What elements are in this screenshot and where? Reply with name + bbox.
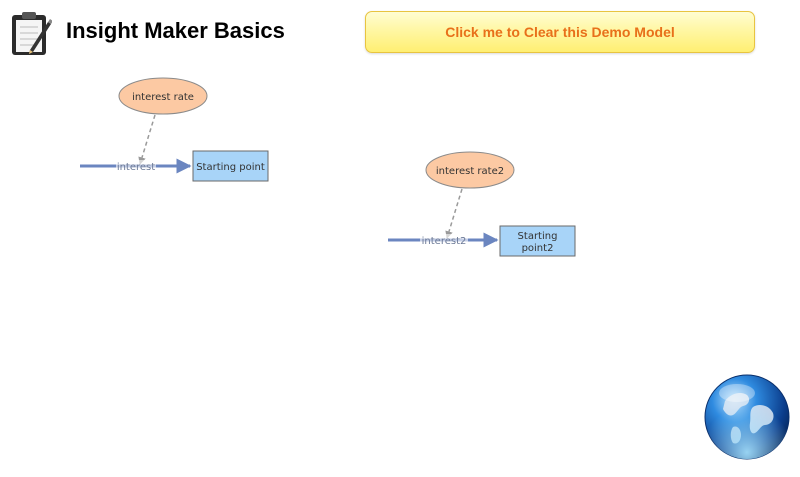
flow-label-background (420, 234, 468, 246)
stock-starting-point-label: Starting point (196, 162, 265, 173)
variable-interest-rate2-label: interest rate2 (436, 166, 504, 177)
link-interest-rate2-to-interest2[interactable] (445, 188, 463, 239)
flow-interest-label[interactable]: interest (117, 162, 155, 173)
stock-starting-point2[interactable] (499, 225, 576, 257)
page-title: Insight Maker Basics (66, 18, 285, 43)
model-group-1: interest interest rate Starting point (80, 77, 269, 182)
stock-starting-point[interactable] (192, 150, 269, 182)
flow-interest2-label[interactable]: interest2 (422, 236, 467, 247)
stock-starting-point2-label-line1: Starting (518, 231, 558, 242)
clipboard-pencil-icon (10, 10, 53, 58)
stock-starting-point2-label-line2: point2 (522, 243, 554, 254)
variable-interest-rate2[interactable] (425, 151, 515, 189)
clear-demo-model-button[interactable]: Click me to Clear this Demo Model (365, 11, 755, 53)
flow-label-background (116, 160, 156, 172)
variable-interest-rate[interactable] (118, 77, 208, 115)
link-interest-rate-to-interest[interactable] (138, 114, 156, 165)
model-group-2: interest2 interest rate2 Starting point2 (388, 151, 576, 257)
variable-interest-rate-label: interest rate (132, 92, 194, 103)
globe-icon[interactable] (703, 373, 791, 461)
